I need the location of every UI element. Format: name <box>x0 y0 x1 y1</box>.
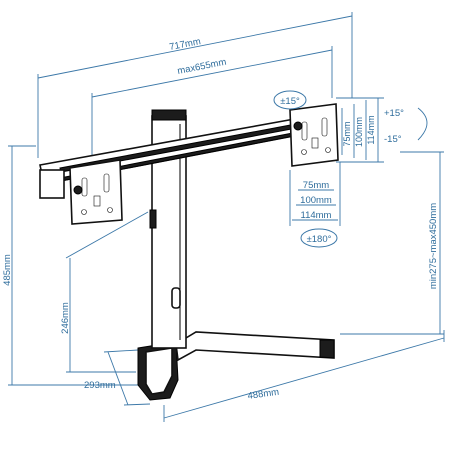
height-range-label: min275~max450mm <box>428 203 439 289</box>
vesa-h-114-label: 114mm <box>301 210 332 221</box>
tilt-up-label: +15° <box>384 108 404 119</box>
vesa-v-114-label: 114mm <box>366 115 376 144</box>
swivel-label: ±15° <box>280 96 300 107</box>
vesa-v-100-label: 100mm <box>354 117 364 147</box>
tilt-down-label: -15° <box>384 134 402 145</box>
right-vesa-plate <box>289 103 339 167</box>
vesa-v-75-label: 75mm <box>342 121 352 146</box>
total-width-label: 717mm <box>168 36 201 53</box>
left-vesa-plate <box>69 159 123 225</box>
base-width-label: 488mm <box>247 387 280 402</box>
pole-top-cap <box>151 109 187 121</box>
rotate-badge: ±180° <box>300 228 338 248</box>
monitor-stand <box>39 103 339 401</box>
pole-height-label: 246mm <box>60 302 71 334</box>
pole-collar <box>149 209 157 229</box>
dimension-lines <box>8 12 445 422</box>
max-span-label: max655mm <box>176 57 227 77</box>
cable-clip <box>171 287 181 309</box>
left-end-cap <box>39 169 65 199</box>
base-rear-arm <box>175 331 335 362</box>
vesa-h-75-label: 75mm <box>303 180 329 191</box>
swivel-badge: ±15° <box>273 90 307 110</box>
rotate-label: ±180° <box>307 234 332 245</box>
total-height-label: 485mm <box>2 254 13 286</box>
base-depth-label: 293mm <box>84 380 116 391</box>
base-rear-arm-end <box>319 339 335 359</box>
vesa-h-100-label: 100mm <box>300 195 332 206</box>
